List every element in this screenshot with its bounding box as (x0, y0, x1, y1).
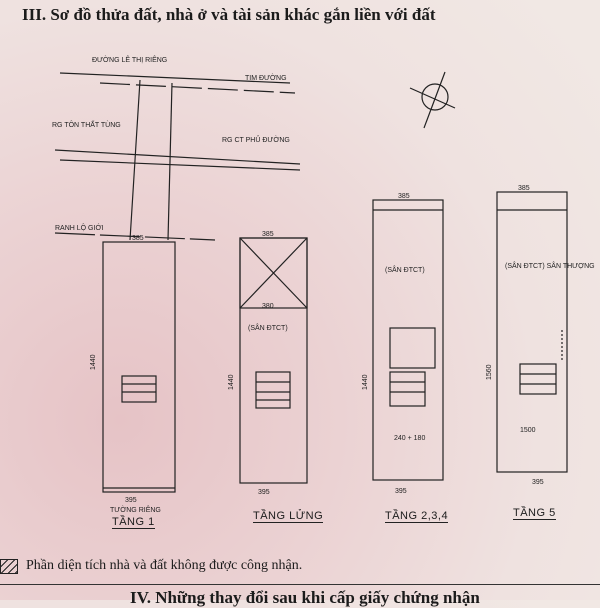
street-right-label: RG CT PHỦ ĐƯỜNG (222, 135, 290, 144)
svg-text:(SÂN ĐTCT): (SÂN ĐTCT) (248, 323, 288, 332)
svg-text:395: 395 (532, 479, 544, 486)
svg-text:385: 385 (132, 235, 144, 242)
svg-text:380: 380 (262, 303, 274, 310)
svg-text:395: 395 (258, 489, 270, 496)
svg-text:385: 385 (262, 231, 274, 238)
plot-side-right (167, 82, 173, 241)
hatch-legend-icon (0, 558, 18, 574)
svg-text:1440: 1440 (228, 374, 235, 390)
boundary-label: RANH LỘ GIỚI (55, 223, 103, 232)
street-centerline-label: TIM ĐƯỜNG (245, 73, 287, 82)
floor-label-tang-lung: TẦNG LỬNG (253, 510, 324, 523)
svg-text:(SÂN ĐTCT): (SÂN ĐTCT) (385, 265, 425, 274)
street-line-lower2 (59, 159, 301, 171)
svg-text:1440: 1440 (90, 354, 97, 370)
svg-text:1560: 1560 (486, 364, 493, 380)
legend: Phần diện tích nhà và đất không được côn… (0, 558, 302, 574)
floor-label-tang-5: TẦNG 5 (513, 507, 556, 520)
floor-plan-tang-234: 385 (SÂN ĐTCT) 240 + 180 395 1440 (362, 193, 444, 495)
section-title: III. Sơ đồ thửa đất, nhà ở và tài sản kh… (22, 5, 436, 24)
street-line-lower (54, 149, 301, 165)
svg-text:(SÂN ĐTCT) SÂN THƯỢNG: (SÂN ĐTCT) SÂN THƯỢNG (505, 261, 595, 270)
svg-text:TƯỜNG RIÊNG: TƯỜNG RIÊNG (110, 505, 161, 514)
floor-plan-tang-1: 385 395 1440 TƯỜNG RIÊNG (90, 235, 176, 514)
svg-text:385: 385 (518, 185, 530, 192)
svg-text:395: 395 (125, 497, 137, 504)
plot-side-left (129, 79, 141, 241)
floor-plan-tang-5: 385 (SÂN ĐTCT) SÂN THƯỢNG 1500 395 1560 (486, 185, 595, 486)
floor-label-tang-1: TẦNG 1 (112, 516, 155, 529)
street-main-label: ĐƯỜNG LÊ THỊ RIÊNG (92, 55, 167, 64)
svg-text:1500: 1500 (520, 427, 536, 434)
north-arrow-icon (409, 71, 456, 129)
svg-text:385: 385 (398, 193, 410, 200)
next-section-title: IV. Những thay đổi sau khi cấp giấy chứn… (130, 588, 480, 607)
street-line-main (59, 72, 291, 84)
street-centerline (99, 82, 296, 94)
section-divider (0, 584, 600, 585)
svg-text:240 + 180: 240 + 180 (394, 435, 425, 442)
street-left-label: RG TÔN THẤT TÙNG (52, 119, 121, 129)
floor-plan-tang-lung: 385 380 (SÂN ĐTCT) 395 1440 (228, 231, 308, 496)
svg-text:1440: 1440 (362, 374, 369, 390)
legend-text: Phần diện tích nhà và đất không được côn… (26, 558, 303, 573)
floor-label-tang-234: TẦNG 2,3,4 (385, 510, 449, 523)
boundary-line (54, 232, 216, 241)
svg-text:395: 395 (395, 488, 407, 495)
